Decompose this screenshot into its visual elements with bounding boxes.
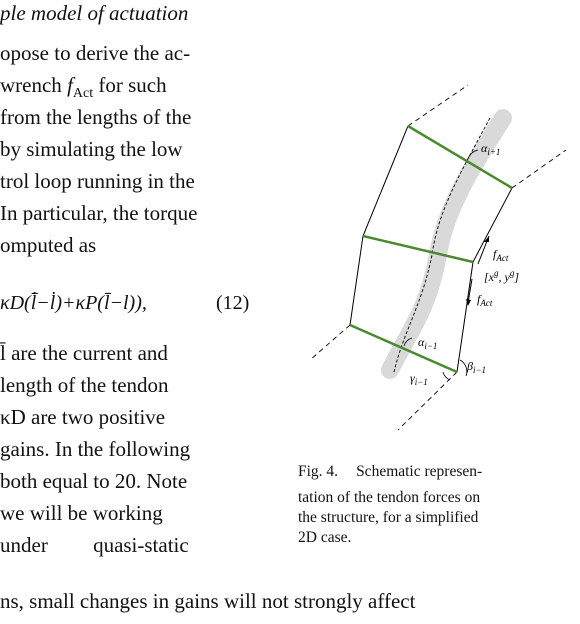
segment-line-middle bbox=[362, 234, 474, 264]
segment-line-bottom bbox=[349, 323, 458, 374]
angle-arc-alpha-top bbox=[467, 149, 479, 160]
text-line: by simulating the low bbox=[0, 137, 183, 161]
label-alpha-top: αi+1 bbox=[481, 141, 500, 157]
equation: κD(l̇̄−l̇)+κP(l̄−l)), bbox=[0, 292, 147, 314]
outline-left-bottom bbox=[349, 235, 364, 326]
text-line: length of the tendon bbox=[0, 373, 169, 397]
angle-arc-alpha-bottom bbox=[403, 337, 413, 347]
tendon-schematic-figure: αi+1 fAct [xg, yg] fAct αi−1 βi−1 γi−1 bbox=[309, 84, 567, 431]
outline-right-bottom bbox=[456, 261, 474, 373]
force-arrow-down-head bbox=[466, 299, 471, 306]
text-line: l̄ are the current and bbox=[0, 341, 168, 365]
label-f-act-down: fAct bbox=[477, 292, 493, 308]
text-line: omputed as bbox=[0, 233, 97, 257]
figure-caption-line: 2D case. bbox=[298, 529, 352, 546]
label-coordinates: [xg, yg] bbox=[484, 268, 519, 284]
text-line: from the lengths of the bbox=[0, 105, 192, 129]
text-line: wrench fAct for such bbox=[0, 73, 167, 102]
label-f-act-up: fAct bbox=[493, 247, 509, 263]
angle-arc-gamma bbox=[442, 371, 451, 381]
equation-number: (12) bbox=[216, 292, 250, 314]
text-line: ns, small changes in gains will not stro… bbox=[0, 589, 416, 613]
extension-line-bottom-left bbox=[309, 324, 351, 361]
text-line: κD are two positive bbox=[0, 405, 166, 429]
label-alpha-bottom: αi−1 bbox=[418, 335, 437, 351]
text-line: both equal to 20. Note bbox=[0, 469, 188, 493]
force-arrow-up-head bbox=[484, 236, 489, 242]
text-line: under quasi-static bbox=[0, 533, 189, 557]
outline-left-top bbox=[362, 125, 409, 237]
label-beta: βi−1 bbox=[466, 359, 486, 375]
extension-line-top-left bbox=[407, 84, 469, 127]
figure-caption-label: Fig. 4. bbox=[298, 463, 339, 480]
label-gamma: γi−1 bbox=[410, 371, 428, 387]
text-line: we will be working bbox=[0, 501, 163, 525]
figure-caption-line: the structure, for a simplified bbox=[298, 509, 479, 526]
extension-line-top-right bbox=[511, 149, 567, 189]
extension-line-bottom-right bbox=[397, 371, 458, 431]
wrench-symbol: f bbox=[67, 73, 73, 97]
figure-caption-line: tation of the tendon forces on bbox=[298, 489, 481, 506]
force-arrow-down bbox=[467, 278, 473, 304]
segment-line-top bbox=[407, 124, 513, 190]
section-heading: ple model of actuation bbox=[0, 1, 189, 25]
text-line: gains. In the following bbox=[0, 437, 191, 461]
outline-right-top bbox=[472, 187, 513, 263]
text-line: trol loop running in the bbox=[0, 169, 195, 193]
text-line: opose to derive the ac- bbox=[0, 41, 191, 65]
wrench-subscript: Act bbox=[72, 86, 94, 102]
text-line: In particular, the torque bbox=[0, 201, 198, 225]
figure-caption-line: Fig. 4.Schematic represen- bbox=[298, 463, 483, 480]
angle-arc-beta bbox=[459, 359, 468, 377]
